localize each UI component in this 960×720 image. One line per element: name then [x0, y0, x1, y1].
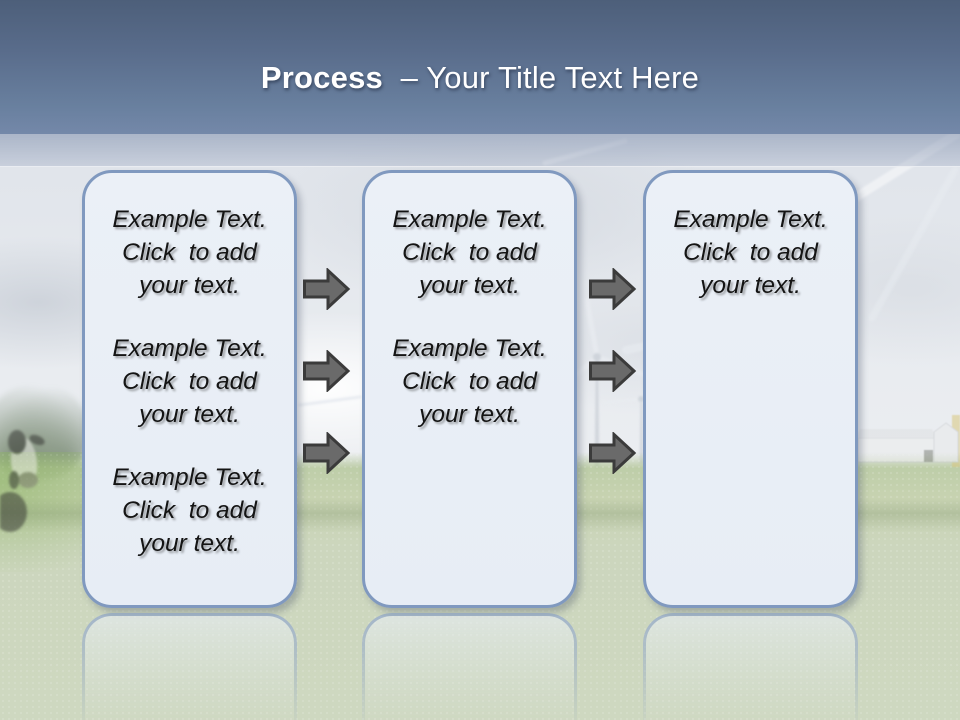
cow-graphic [0, 430, 45, 532]
photo-overlay-band [0, 134, 960, 167]
arrow-right-icon [303, 350, 351, 392]
process-box-2[interactable]: Example Text. Click to add your text. Ex… [362, 170, 577, 608]
text-placeholder[interactable]: Example Text. Click to add your text. [112, 335, 267, 428]
arrow-right-icon [303, 268, 351, 310]
title-regular-text: – Your Title Text Here [382, 60, 700, 95]
header-band [0, 0, 960, 134]
box-reflection [82, 613, 297, 720]
text-placeholder[interactable]: Example Text. Click to add your text. [112, 206, 267, 299]
arrow-right-icon [589, 432, 637, 474]
box-reflection [643, 613, 858, 720]
process-box-3[interactable]: Example Text. Click to add your text. [643, 170, 858, 608]
text-placeholder[interactable]: Example Text. Click to add your text. [673, 206, 828, 299]
process-box-1[interactable]: Example Text. Click to add your text. Ex… [82, 170, 297, 608]
text-placeholder[interactable]: Example Text. Click to add your text. [112, 464, 267, 557]
text-placeholder[interactable]: Example Text. Click to add your text. [392, 206, 547, 299]
slide-title[interactable]: Process – Your Title Text Here [0, 32, 960, 124]
arrow-right-icon [589, 350, 637, 392]
text-placeholder[interactable]: Example Text. Click to add your text. [392, 335, 547, 428]
title-bold-text: Process [260, 60, 383, 95]
barn-graphic [856, 415, 960, 467]
box-reflection [362, 613, 577, 720]
arrow-right-icon [303, 432, 351, 474]
arrow-right-icon [589, 268, 637, 310]
